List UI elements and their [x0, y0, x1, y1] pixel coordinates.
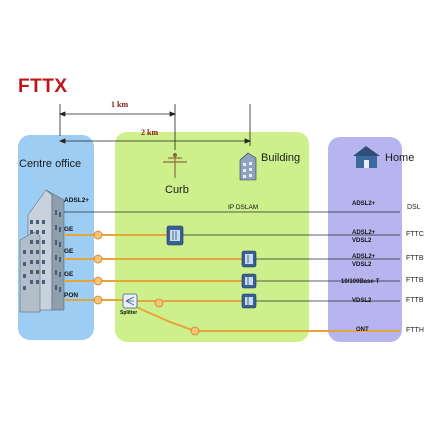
home-label-6: ONT: [356, 327, 369, 333]
home-label-4: 10/100Base-T: [341, 279, 380, 285]
home-label-1: ADSL2+: [352, 201, 376, 207]
dslam-icon: [241, 250, 257, 268]
dslam-icons: [166, 225, 257, 309]
home-zone: [328, 137, 402, 342]
building-icon: [239, 152, 257, 181]
left-label-pon: PON: [64, 292, 79, 299]
connector-icon: [93, 276, 103, 286]
connector-icon: [190, 326, 200, 336]
dslam-icon: [241, 273, 257, 289]
access-type-dsl: DSL: [407, 204, 421, 211]
curb-antenna-icon: [163, 152, 187, 178]
home-label-2: ADSL2+ VDSL2: [352, 230, 376, 244]
centre-office-label: Centre office: [19, 158, 82, 170]
ip-dslam-label: IP DSLAM: [228, 204, 259, 211]
fiber-line-ftth: [133, 305, 400, 332]
access-type-ftth: FTTH: [406, 327, 424, 334]
left-label-ge-1: GE: [64, 226, 74, 233]
distance-2km: 2 km: [141, 128, 159, 137]
dslam-icon: [166, 225, 184, 246]
dslam-icon: [241, 293, 257, 309]
connector-icon: [93, 230, 103, 240]
home-icon: [353, 146, 380, 168]
distance-1km: 1 km: [111, 100, 129, 109]
connector-icon: [93, 254, 103, 264]
building-label: Building: [261, 152, 301, 164]
office-building-icon: [19, 189, 65, 313]
curb-building-zone: [115, 132, 309, 342]
access-type-fttc: FTTC: [406, 231, 424, 238]
splitter-icon: [122, 293, 138, 309]
splitter-label: Splitter: [120, 310, 138, 316]
connector-icon: [93, 295, 103, 305]
access-type-fttb-2: FTTB: [406, 277, 424, 284]
left-label-ge-2: GE: [64, 248, 74, 255]
home-label-5: VDSL2: [352, 298, 372, 304]
home-label-3: ADSL2+ VDSL2: [352, 254, 376, 268]
diagram-title: FTTX: [18, 76, 68, 97]
curb-label: Curb: [165, 184, 189, 196]
left-label-ge-3: GE: [64, 271, 74, 278]
connector-icons: [93, 230, 200, 336]
connector-icon: [154, 298, 164, 308]
connection-lines: [64, 211, 400, 332]
access-type-fttb-1: FTTB: [406, 255, 424, 262]
access-type-fttb-3: FTTB: [406, 297, 424, 304]
distance-markers: [58, 104, 252, 150]
left-label-adsl2: ADSL2+: [64, 197, 90, 204]
home-label: Home: [385, 152, 415, 164]
